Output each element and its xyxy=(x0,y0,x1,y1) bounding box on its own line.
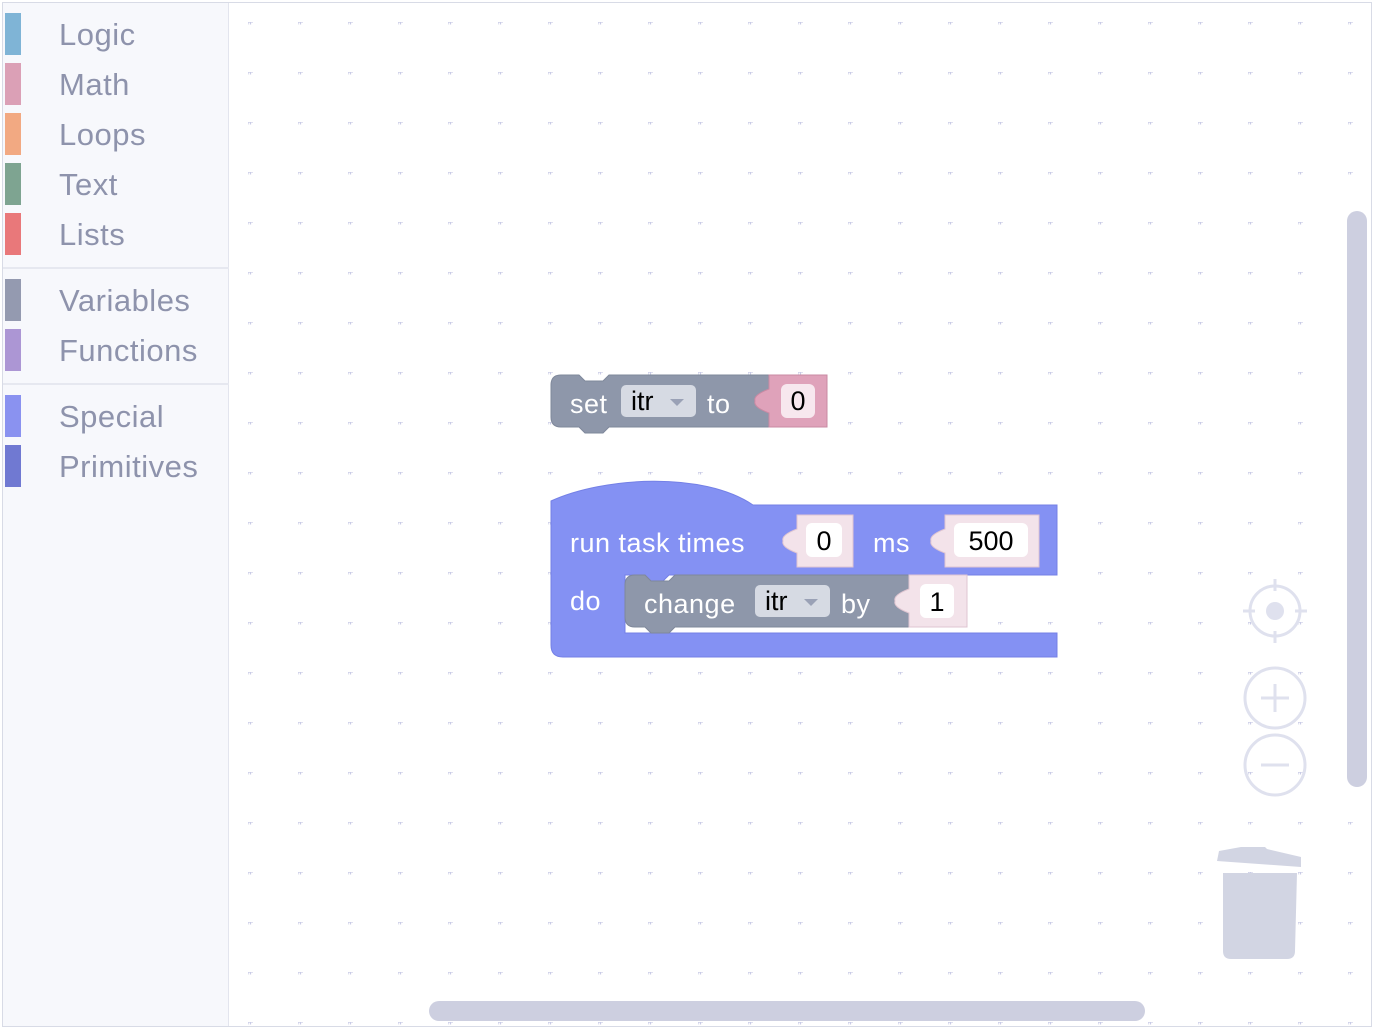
category-loops[interactable]: Loops xyxy=(3,111,229,157)
category-color-swatch xyxy=(5,329,21,371)
category-functions[interactable]: Functions xyxy=(3,327,229,373)
change-by-label: by xyxy=(841,589,871,619)
set-to-label: to xyxy=(707,389,731,419)
category-color-swatch xyxy=(5,163,21,205)
category-label: Special xyxy=(59,399,165,434)
category-label: Lists xyxy=(59,217,126,252)
category-color-swatch xyxy=(5,395,21,437)
zoom-in-icon[interactable] xyxy=(1243,666,1307,730)
toolbox-separator xyxy=(3,267,229,269)
workspace-canvas[interactable]: set itr to 0 run task times xyxy=(229,3,1371,1026)
zoom-out-icon[interactable] xyxy=(1243,733,1307,797)
category-label: Primitives xyxy=(59,449,199,484)
dropdown-field xyxy=(621,385,696,417)
toolbox: Logic Math Loops Text Lists Variables Fu… xyxy=(3,3,229,1026)
set-variable-dropdown[interactable]: itr xyxy=(621,385,696,417)
horizontal-scrollbar[interactable] xyxy=(429,1001,1145,1021)
category-label: Logic xyxy=(59,17,136,52)
category-primitives[interactable]: Primitives xyxy=(3,443,229,489)
change-variable-dropdown[interactable]: itr xyxy=(755,585,830,617)
vertical-scrollbar[interactable] xyxy=(1347,211,1367,787)
change-variable-block[interactable]: change itr by 1 xyxy=(624,574,968,634)
category-label: Variables xyxy=(59,283,191,318)
dropdown-value: itr xyxy=(765,586,788,616)
first-value-number[interactable]: 0 xyxy=(806,523,842,557)
category-color-swatch xyxy=(5,213,21,255)
category-label: Math xyxy=(59,67,130,102)
category-color-swatch xyxy=(5,445,21,487)
category-special[interactable]: Special xyxy=(3,393,229,439)
category-lists[interactable]: Lists xyxy=(3,211,229,257)
toolbox-separator xyxy=(3,383,229,385)
number-value: 500 xyxy=(968,526,1013,556)
number-value: 1 xyxy=(929,587,944,617)
number-field xyxy=(781,384,815,418)
run-task-block[interactable]: run task times 0 ms 500 do cha xyxy=(550,480,1058,658)
number-field xyxy=(920,584,954,618)
run-task-label: run task times xyxy=(570,528,745,558)
change-keyword: change xyxy=(644,589,736,619)
category-text[interactable]: Text xyxy=(3,161,229,207)
dropdown-field xyxy=(755,585,830,617)
chevron-down-icon xyxy=(670,399,684,406)
set-keyword: set xyxy=(570,389,608,419)
trash-icon[interactable] xyxy=(1217,847,1301,959)
category-label: Functions xyxy=(59,333,198,368)
crosshair-icon[interactable] xyxy=(1243,579,1307,643)
number-value: 0 xyxy=(816,526,831,556)
set-value-number[interactable]: 0 xyxy=(781,384,815,418)
set-variable-block[interactable]: set itr to 0 xyxy=(550,374,828,434)
ms-label: ms xyxy=(873,528,910,558)
category-label: Loops xyxy=(59,117,146,152)
number-value: 0 xyxy=(790,386,805,416)
category-label: Text xyxy=(59,167,118,202)
number-field xyxy=(954,523,1028,557)
number-field xyxy=(806,523,842,557)
category-color-swatch xyxy=(5,63,21,105)
workspace-svg: set itr to 0 run task times xyxy=(229,3,1371,1026)
chevron-down-icon xyxy=(804,599,818,606)
do-label: do xyxy=(570,586,601,616)
category-color-swatch xyxy=(5,279,21,321)
dropdown-value: itr xyxy=(631,386,654,416)
category-color-swatch xyxy=(5,113,21,155)
category-logic[interactable]: Logic xyxy=(3,11,229,57)
change-value-number[interactable]: 1 xyxy=(920,584,954,618)
second-value-number[interactable]: 500 xyxy=(954,523,1028,557)
category-variables[interactable]: Variables xyxy=(3,277,229,323)
category-color-swatch xyxy=(5,13,21,55)
category-math[interactable]: Math xyxy=(3,61,229,107)
